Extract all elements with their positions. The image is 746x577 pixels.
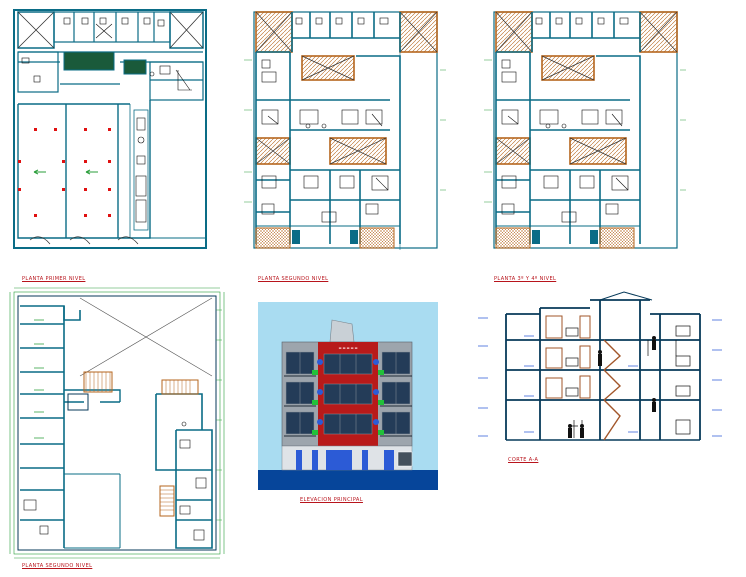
plan1-upper-rooms	[17, 11, 204, 101]
plan4-center	[64, 371, 121, 549]
caption-plan-second-level: PLANTA SEGUNDO NIVEL	[258, 276, 329, 282]
section-a-a	[478, 291, 722, 441]
plan2-fixtures	[261, 17, 389, 223]
elevation-window-mullions	[299, 352, 397, 434]
section-furniture	[565, 325, 691, 438]
plan2-dim-ticks	[244, 59, 446, 203]
plan3-dim-ticks	[484, 59, 686, 203]
plan1-garden-strip	[63, 51, 115, 71]
plan1-fixtures	[21, 17, 192, 91]
plan4-left-arrows	[34, 319, 44, 439]
section-level-marks	[478, 317, 722, 437]
section-doors	[545, 315, 591, 399]
plan4-right-block	[155, 379, 213, 549]
elevation-blue-circles	[317, 359, 379, 425]
plan2-balcony-right	[359, 227, 395, 249]
plan-second-level	[244, 11, 446, 250]
section-slabs	[505, 299, 701, 440]
elevation-door	[397, 451, 413, 467]
plan3-walls	[495, 12, 641, 244]
caption-plan-first-level: PLANTA PRIMER NIVEL	[22, 276, 86, 282]
plan-third-fourth-level	[484, 11, 686, 249]
plan1-column-markers	[18, 128, 111, 217]
plan1-commercial-area	[17, 100, 206, 239]
caption-section: CORTE A-A	[508, 457, 539, 463]
plan1-entrance-doors	[29, 236, 139, 245]
plan-first-level	[13, 9, 207, 249]
plan1-light-well-right	[169, 11, 204, 49]
plan4-dimension-frame	[9, 287, 225, 559]
section-stairs	[603, 339, 622, 441]
elevation-signboard: ▬ ▬ ▬ ▬ ▬	[338, 346, 357, 350]
plan4-right-dims	[216, 309, 222, 521]
plan2-balcony-left	[255, 227, 291, 249]
elevation-balcony-rails	[284, 375, 412, 437]
caption-elevation: ELEVACION PRINCIPAL	[300, 497, 363, 503]
plan3-balcony-right	[599, 227, 635, 249]
elevation-ground	[258, 470, 438, 490]
caption-plan-third-fourth-level: PLANTA 3º Y 4º NIVEL	[494, 276, 557, 282]
elevation-windows	[285, 351, 411, 435]
plan3-balcony-left	[495, 227, 531, 249]
plan-second-level-alt	[9, 287, 225, 559]
plan1-garden-patch	[123, 59, 147, 75]
plan1-light-well-left	[17, 11, 55, 49]
plan4-left-rooms	[20, 305, 81, 548]
plan2-walls	[255, 12, 401, 244]
plan4-void-cross	[79, 297, 213, 377]
elevation-shopfront	[296, 450, 394, 470]
plan1-fixtures-side	[135, 117, 147, 223]
caption-plan-second-level-alt: PLANTA SEGUNDO NIVEL	[22, 563, 93, 569]
elevation-principal: ▬ ▬ ▬ ▬ ▬	[258, 302, 438, 490]
plan3-fixtures	[501, 17, 629, 223]
elevation-planters	[312, 370, 384, 435]
section-people	[568, 336, 656, 438]
plan1-arrows	[33, 169, 98, 175]
section-roof	[599, 291, 653, 301]
plan4-fixtures	[23, 421, 207, 541]
